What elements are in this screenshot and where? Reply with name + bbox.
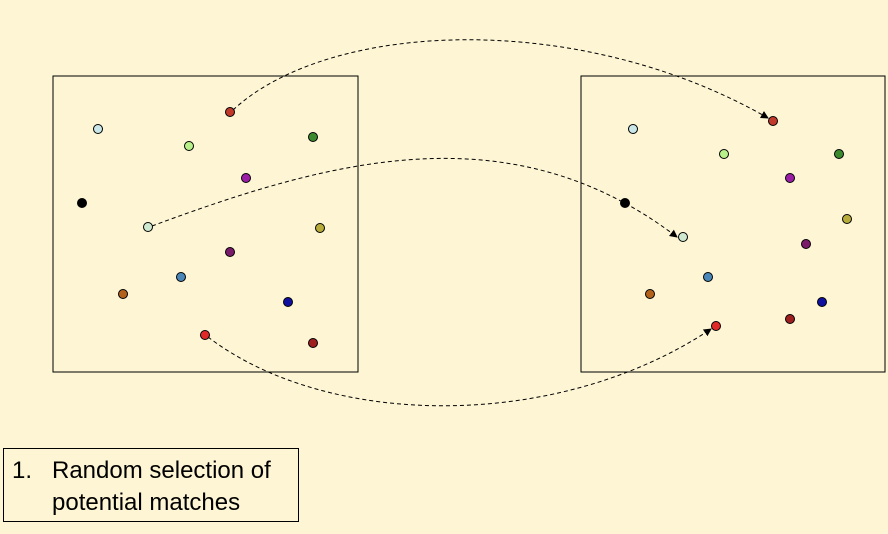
right-point-olive	[842, 214, 852, 224]
right-point-steel-blue	[703, 272, 713, 282]
left-point-pale-green	[143, 222, 153, 232]
left-point-red-bottom	[200, 330, 210, 340]
caption-line-2: potential matches	[52, 489, 241, 516]
left-point-red-top	[225, 107, 235, 117]
right-feature-points	[620, 116, 852, 331]
right-image-frame	[580, 75, 886, 373]
left-image-frame	[52, 75, 359, 373]
right-point-pale-green	[678, 232, 688, 242]
right-point-black	[620, 198, 630, 208]
right-point-red-bottom	[711, 321, 721, 331]
match-arrows	[151, 39, 769, 407]
match-arrow-red-bottom	[207, 328, 712, 407]
right-point-red-top	[768, 116, 778, 126]
right-point-navy	[817, 297, 827, 307]
right-point-dark-red	[785, 314, 795, 324]
right-point-light-blue	[628, 124, 638, 134]
right-point-light-green	[719, 149, 729, 159]
right-point-brown	[645, 289, 655, 299]
left-point-brown	[118, 289, 128, 299]
left-point-olive	[315, 223, 325, 233]
left-point-plum	[225, 247, 235, 257]
left-point-purple	[241, 173, 251, 183]
left-point-green	[308, 132, 318, 142]
match-arrow-pale-green	[151, 157, 678, 238]
left-point-dark-red	[308, 338, 318, 348]
left-feature-points	[77, 107, 325, 348]
left-point-navy	[283, 297, 293, 307]
caption-box: 1. Random selection of potential matches	[3, 448, 299, 522]
match-arrow-red-top	[232, 39, 769, 119]
left-point-light-blue	[93, 124, 103, 134]
caption-number: 1.	[12, 457, 33, 484]
right-point-plum	[801, 239, 811, 249]
right-point-green	[834, 149, 844, 159]
left-point-light-green	[184, 141, 194, 151]
left-point-steel-blue	[176, 272, 186, 282]
right-point-purple	[785, 173, 795, 183]
caption-line-1: Random selection of	[52, 457, 271, 484]
left-point-black	[77, 198, 87, 208]
